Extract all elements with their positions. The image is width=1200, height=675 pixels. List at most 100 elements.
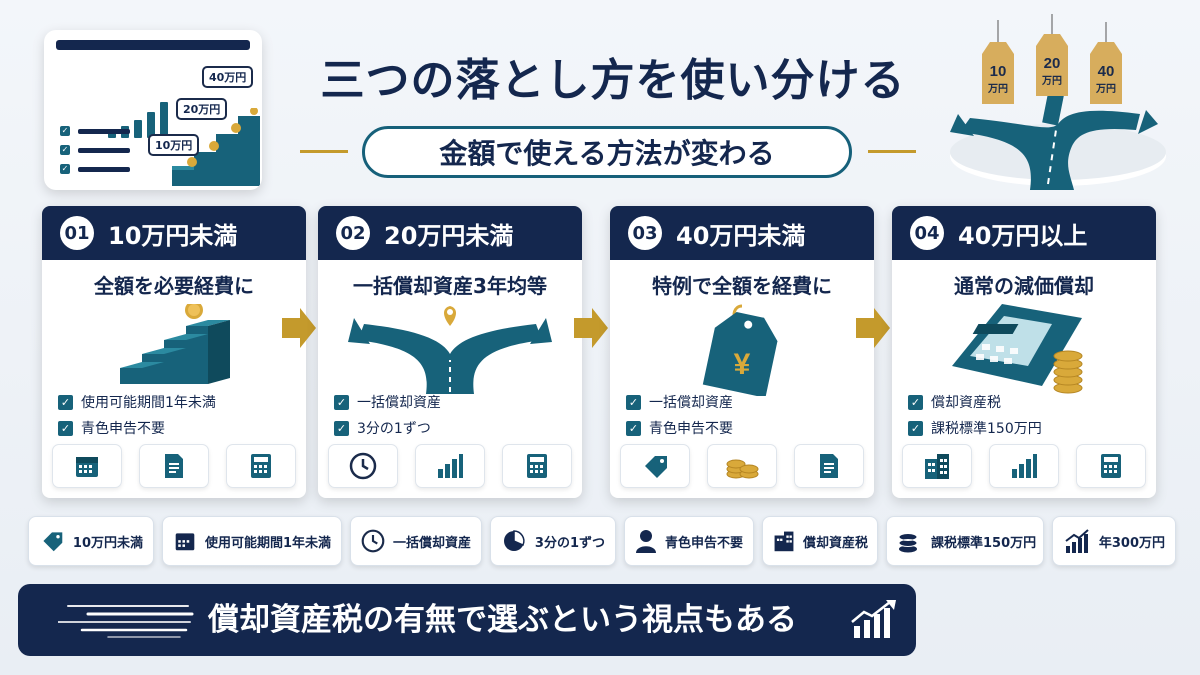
pill-label: 年300万円 (1098, 535, 1165, 551)
bar-chart-icon (415, 444, 485, 488)
document-icon (139, 444, 209, 488)
price-tag-10: 10万円 (148, 134, 200, 156)
calculator-icon (1076, 444, 1146, 488)
pill-label: 10万円未満 (72, 535, 143, 551)
road-fork-icon: 10 万円 20 万円 40 万円 (950, 14, 1166, 190)
checklist-item: 青色申告不要 (649, 421, 733, 437)
card-heading: 20万円未満 (384, 221, 514, 250)
calculator-icon (226, 444, 296, 488)
pill-label: 青色申告不要 (665, 535, 744, 551)
card-header: 04 40万円以上 (892, 206, 1156, 260)
price-tag-40: 40万円 (202, 66, 254, 88)
coins-icon (897, 527, 923, 555)
stairs-icon (172, 108, 260, 186)
check-icon: ✓ (626, 420, 641, 436)
growth-icon (1063, 527, 1091, 555)
card-heading: 10万円未満 (108, 221, 238, 250)
pill-ikkatsu-shoukyaku: 一括償却資産 (350, 516, 482, 566)
card-header: 02 20万円未満 (318, 206, 582, 260)
price-tag-20: 20万円 (176, 98, 228, 120)
subtitle-pill: 金額で使える方法が変わる (362, 126, 852, 178)
yen-symbol: ¥ (734, 348, 751, 381)
card-method: 一括償却資産3年均等 (353, 274, 547, 298)
building-icon (902, 444, 972, 488)
check-icon: ✓ (908, 394, 923, 410)
card-icon-row (902, 444, 1146, 488)
card-heading: 40万円未満 (676, 221, 806, 250)
arrow-right-icon (282, 308, 316, 348)
bottom-banner: 償却資産税の有無で選ぶという視点もある (18, 584, 916, 656)
card-01: 01 10万円未満 全額を必要経費に ✓使用可能期間1年未満 ✓青色申告不要 (42, 206, 306, 498)
road-tag-20: 20 (1044, 55, 1061, 72)
pill-aoiro-shinkoku-fuyou: 青色申告不要 (624, 516, 754, 566)
checklist-item: 一括償却資産 (357, 395, 441, 411)
calculator-icon (502, 444, 572, 488)
check-icon: ✓ (334, 394, 349, 410)
calendar-icon (173, 527, 197, 555)
card-02: 02 20万円未満 一括償却資産3年均等 ✓ 一括償却資産 ✓ 3分の1ずつ (318, 206, 582, 498)
svg-text:万円: 万円 (1095, 83, 1116, 95)
speed-lines-icon (58, 605, 194, 638)
checklist-item: 課税標準150万円 (931, 421, 1042, 437)
pill-label: 償却資産税 (803, 535, 869, 551)
page-title: 三つの落とし方を使い分ける (320, 55, 906, 106)
pie-icon (501, 527, 527, 555)
checklist-item: 一括償却資産 (649, 395, 733, 411)
person-icon (635, 527, 657, 555)
clock-icon (361, 527, 385, 555)
pill-label: 3分の1ずつ (534, 535, 605, 551)
bar-chart-icon (989, 444, 1059, 488)
pill-shiyou-kanou-kikan: 使用可能期間1年未満 (162, 516, 342, 566)
arrow-right-icon (856, 308, 890, 348)
svg-text:万円: 万円 (987, 83, 1008, 95)
illustration-title-bar (56, 40, 250, 50)
tag-icon (620, 444, 690, 488)
tag-icon (39, 527, 65, 555)
calculator-coins-icon (952, 304, 1083, 394)
header-illustration: ✓ ✓ ✓ 40万円 20万円 10万円 (44, 30, 262, 190)
checklist-item: 使用可能期間1年未満 (81, 395, 216, 411)
checklist-item: 3分の1ずつ (357, 421, 431, 437)
pill-nen-300-man-yen: 年300万円 (1052, 516, 1176, 566)
yen-tag-icon: ¥ (702, 304, 778, 396)
card-method: 全額を必要経費に (94, 274, 254, 298)
checklist-item: 償却資産税 (931, 395, 1001, 411)
card-number: 01 (60, 216, 94, 250)
road-split-icon (348, 306, 552, 394)
card-checklist: ✓使用可能期間1年未満 ✓青色申告不要 (58, 392, 216, 438)
card-icon-row (328, 444, 572, 488)
pill-10-man-yen-miman: 10万円未満 (28, 516, 154, 566)
checklist-item: 青色申告不要 (81, 421, 165, 437)
coins-icon (707, 444, 777, 488)
card-method: 通常の減価償却 (954, 274, 1094, 298)
document-icon (794, 444, 864, 488)
arrow-right-icon (574, 308, 608, 348)
calendar-icon (52, 444, 122, 488)
checklist: ✓ ✓ ✓ (60, 126, 130, 174)
card-03: 03 40万円未満 特例で全額を経費に ¥ ✓一括償却資産 ✓青色申告不要 (610, 206, 874, 498)
card-method: 特例で全額を経費に (652, 274, 832, 298)
card-checklist: ✓ 償却資産税 ✓ 課税標準150万円 (908, 392, 1042, 438)
clock-icon (328, 444, 398, 488)
pill-label: 一括償却資産 (393, 535, 472, 551)
stairs-coin-icon (120, 304, 230, 384)
pill-label: 使用可能期間1年未満 (204, 535, 331, 551)
pill-label: 課税標準150万円 (931, 535, 1037, 551)
check-icon: ✓ (908, 420, 923, 436)
card-checklist: ✓ 一括償却資産 ✓ 3分の1ずつ (334, 392, 441, 438)
card-icon-row (620, 444, 864, 488)
road-tag-40: 40 (1098, 63, 1115, 80)
card-checklist: ✓ 一括償却資産 ✓ 青色申告不要 (626, 392, 733, 438)
card-number: 02 (336, 216, 370, 250)
card-number: 04 (910, 216, 944, 250)
pill-shoukyaku-shisanzei: 償却資産税 (762, 516, 878, 566)
card-header: 01 10万円未満 (42, 206, 306, 260)
banner-text: 償却資産税の有無で選ぶという視点もある (208, 602, 797, 638)
check-icon: ✓ (626, 394, 641, 410)
building-icon (773, 527, 795, 555)
check-icon: ✓ (58, 420, 73, 436)
card-icon-row (52, 444, 296, 488)
check-icon: ✓ (334, 420, 349, 436)
subtitle-divider (300, 150, 916, 153)
pill-kazei-hyoujun: 課税標準150万円 (886, 516, 1044, 566)
